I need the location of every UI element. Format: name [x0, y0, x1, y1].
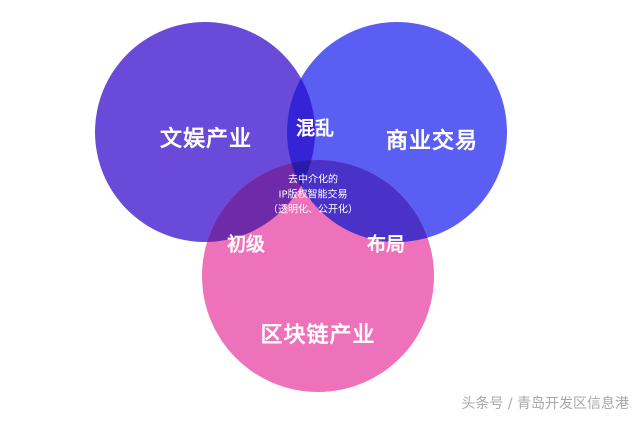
- overlap-left-bottom: [202, 160, 315, 242]
- set-label-left: 文娱产业: [159, 127, 253, 152]
- set-label-bottom: 区块链产业: [260, 323, 376, 348]
- center-line-1: 去中介化的: [288, 174, 338, 186]
- intersection-label-right-bottom: 布局: [366, 233, 406, 256]
- center-intersection-label: 去中介化的 IP版权智能交易 （透明化、公开化）: [268, 173, 358, 218]
- center-line-2: IP版权智能交易: [278, 189, 348, 201]
- overlap-right-bottom: [287, 160, 434, 242]
- set-label-right: 商业交易: [385, 129, 479, 154]
- watermark: 头条号 / 青岛开发区信息港: [461, 396, 629, 412]
- center-line-3: （透明化、公开化）: [268, 204, 358, 216]
- intersection-label-left-bottom: 初级: [226, 233, 266, 256]
- intersection-label-left-right: 混乱: [295, 117, 335, 140]
